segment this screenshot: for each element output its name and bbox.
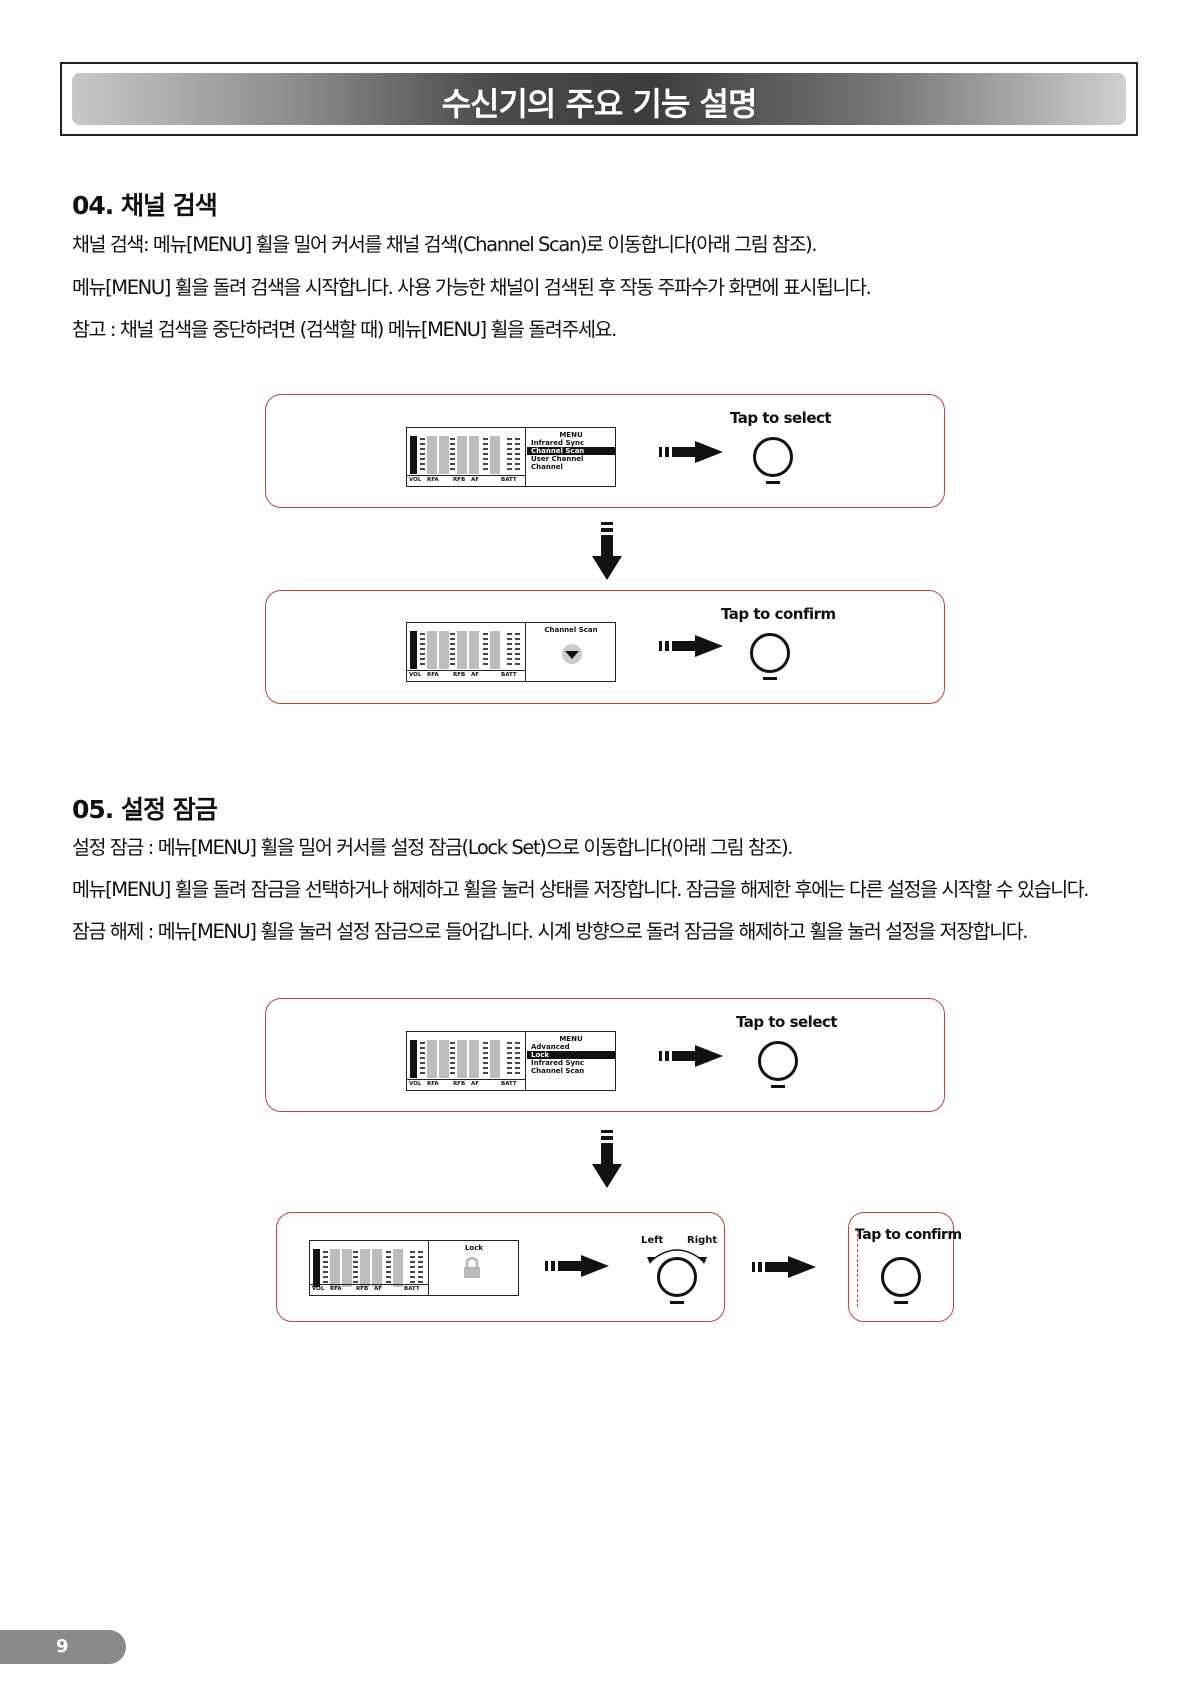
section4-line-3: 참고 : 채널 검색을 중단하려면 (검색할 때) 메뉴[MENU] 휠을 돌려… (72, 318, 617, 341)
section-title-lock-set: 05. 설정 잠금 (72, 795, 218, 824)
menu-screen: MENU Infrared Sync Channel Scan User Cha… (527, 428, 615, 486)
diagram-panel-menu-select: VOL RFA RFB AF BATT MENU Infrared Sync C… (265, 394, 945, 508)
down-arrow-icon (592, 1130, 622, 1188)
menu-knob-icon (753, 437, 793, 477)
section5-line-3: 잠금 해제 : 메뉴[MENU] 휠을 눌러 설정 잠금으로 들어갑니다. 시계… (72, 920, 1028, 943)
menu-knob-icon (881, 1257, 921, 1297)
right-arrow-icon (545, 1255, 609, 1277)
right-arrow-icon (659, 1045, 723, 1067)
tap-to-select-label: Tap to select (730, 409, 832, 427)
right-arrow-icon (659, 635, 723, 657)
scan-icon (562, 644, 582, 664)
down-arrow-icon (592, 522, 622, 580)
section-title-channel-scan: 04. 채널 검색 (72, 191, 218, 220)
menu-knob-icon (657, 1257, 697, 1297)
page-title: 수신기의 주요 기능 설명 (441, 85, 758, 123)
lcd-display: VOL RFA RFB AF BATT Lock (309, 1240, 519, 1296)
page-number: 9 (56, 1636, 69, 1657)
menu-item: Infrared Sync (531, 1059, 585, 1067)
section4-line-1: 채널 검색: 메뉴[MENU] 휠을 밀어 커서를 채널 검색(Channel … (72, 233, 818, 256)
lcd-display: VOL RFA RFB AF BATT MENU Infrared Sync C… (406, 427, 616, 487)
screen-title: Lock (464, 1244, 484, 1252)
menu-screen: MENU Advanced Lock Infrared Sync Channel… (527, 1032, 615, 1090)
section5-line-2: 메뉴[MENU] 휠을 돌려 잠금을 선택하거나 해제하고 휠을 눌러 상태를 … (72, 878, 1089, 901)
diagram-panel-lock-rotate: VOL RFA RFB AF BATT Lock Left Right (276, 1212, 725, 1322)
header-bar: 수신기의 주요 기능 설명 (72, 73, 1126, 125)
lcd-display: VOL RFA RFB AF BATT MENU Advanced Lock I… (406, 1031, 616, 1091)
menu-title: MENU (559, 1035, 583, 1043)
menu-knob-icon (750, 633, 790, 673)
right-arrow-icon (659, 441, 723, 463)
menu-item: Channel Scan (531, 1067, 585, 1075)
menu-title: MENU (559, 431, 583, 439)
section5-line-1: 설정 잠금 : 메뉴[MENU] 휠을 밀어 커서를 설정 잠금(Lock Se… (72, 836, 793, 859)
lcd-display: VOL RFA RFB AF BATT Channel Scan (406, 622, 616, 682)
rotate-left-label: Left (641, 1235, 664, 1246)
level-meters: VOL RFA RFB AF BATT (407, 428, 526, 486)
rotate-arrows-icon (647, 1249, 707, 1264)
screen-title: Channel Scan (544, 626, 598, 634)
level-meters: VOL RFA RFB AF BATT (310, 1241, 429, 1295)
right-arrow-icon (752, 1256, 816, 1278)
header-frame: 수신기의 주요 기능 설명 (60, 62, 1138, 136)
lock-screen: Lock (430, 1241, 518, 1295)
level-meters: VOL RFA RFB AF BATT (407, 623, 526, 681)
tap-to-confirm-label: Tap to confirm (721, 605, 836, 623)
page-number-tab: 9 (0, 1630, 126, 1664)
menu-item-selected: Channel Scan (527, 447, 615, 455)
menu-knob-icon (758, 1041, 798, 1081)
diagram-panel-confirm: VOL RFA RFB AF BATT Channel Scan Tap to … (265, 590, 945, 704)
scan-screen: Channel Scan (527, 623, 615, 681)
menu-item: User Channel (531, 455, 584, 463)
menu-item: Channel (531, 463, 563, 471)
diagram-panel-lock-confirm: Tap to confirm (848, 1212, 962, 1322)
menu-item: Infrared Sync (531, 439, 585, 447)
section4-line-2: 메뉴[MENU] 휠을 돌려 검색을 시작합니다. 사용 가능한 채널이 검색된… (72, 276, 872, 299)
menu-item: Advanced (531, 1043, 570, 1051)
tap-to-select-label: Tap to select (736, 1013, 838, 1031)
tap-to-confirm-label: Tap to confirm (855, 1227, 962, 1243)
diagram-panel-lock-select: VOL RFA RFB AF BATT MENU Advanced Lock I… (265, 998, 945, 1112)
lock-icon (464, 1257, 480, 1278)
menu-item-selected: Lock (527, 1051, 615, 1059)
rotate-right-label: Right (687, 1235, 718, 1246)
level-meters: VOL RFA RFB AF BATT (407, 1032, 526, 1090)
